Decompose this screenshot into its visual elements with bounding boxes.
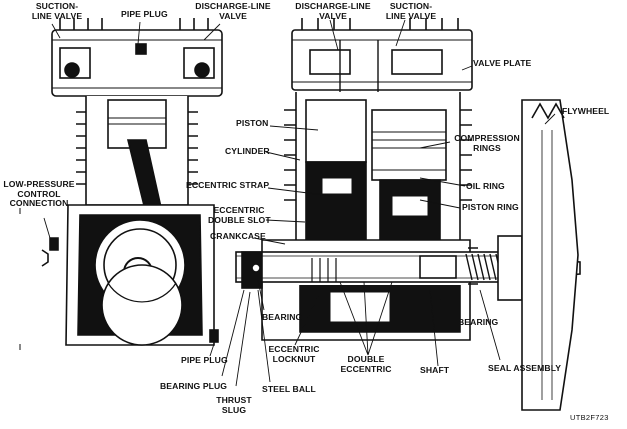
label-oil-ring: OIL RING (466, 181, 505, 191)
crankshaft (235, 251, 527, 283)
suction-valve-ball-left (64, 62, 80, 78)
seal-assembly-threads (465, 253, 503, 281)
label-suction-line-valve-right: SUCTION- LINE VALVE (385, 1, 437, 21)
label-flywheel: FLYWHEEL (562, 106, 610, 116)
eccentric-strap (305, 161, 367, 251)
label-bearing-left: BEARING (262, 312, 303, 322)
low-pressure-fitting (49, 237, 59, 251)
label-valve-plate: VALVE PLATE (473, 58, 532, 68)
flywheel (521, 99, 579, 411)
end-view (19, 18, 223, 350)
label-piston: PISTON (236, 118, 269, 128)
label-bearing-plug: BEARING PLUG (160, 381, 228, 391)
label-discharge-line-valve-right: DISCHARGE-LINE VALVE (295, 1, 371, 21)
label-crankcase: CRANKCASE (210, 231, 266, 241)
label-pipe-plug-bottom: PIPE PLUG (181, 355, 228, 365)
label-low-pressure-control-connection: LOW-PRESSURE CONTROL CONNECTION (3, 179, 75, 208)
label-bearing-right: BEARING (458, 317, 499, 327)
label-steel-ball: STEEL BALL (262, 384, 316, 394)
leader-lines (43, 19, 556, 387)
label-suction-line-valve-left: SUCTION- LINE VALVE (31, 1, 83, 21)
label-shaft: SHAFT (420, 365, 450, 375)
label-compression-rings: COMPRESSION RINGS (454, 133, 520, 153)
label-piston-ring: PISTON RING (462, 202, 519, 212)
label-eccentric-strap: ECCENTRIC STRAP (186, 180, 270, 190)
label-thrust-slug: THRUST SLUG (216, 395, 252, 415)
label-discharge-line-valve-left: DISCHARGE-LINE VALVE (195, 1, 271, 21)
label-double-eccentric: DOUBLE ECCENTRIC (340, 354, 392, 374)
label-pipe-plug-top: PIPE PLUG (121, 9, 168, 19)
side-view-piston-left (305, 99, 367, 163)
side-view (235, 18, 581, 341)
label-seal-assembly: SEAL ASSEMBLY (488, 363, 562, 373)
figure-code: UTB2F723 (570, 413, 609, 422)
label-eccentric-double-slot: ECCENTRIC DOUBLE SLOT (208, 205, 271, 225)
label-cylinder: CYLINDER (225, 146, 270, 156)
discharge-valve-ball-left (194, 62, 210, 78)
label-eccentric-locknut: ECCENTRIC LOCKNUT (268, 344, 320, 364)
